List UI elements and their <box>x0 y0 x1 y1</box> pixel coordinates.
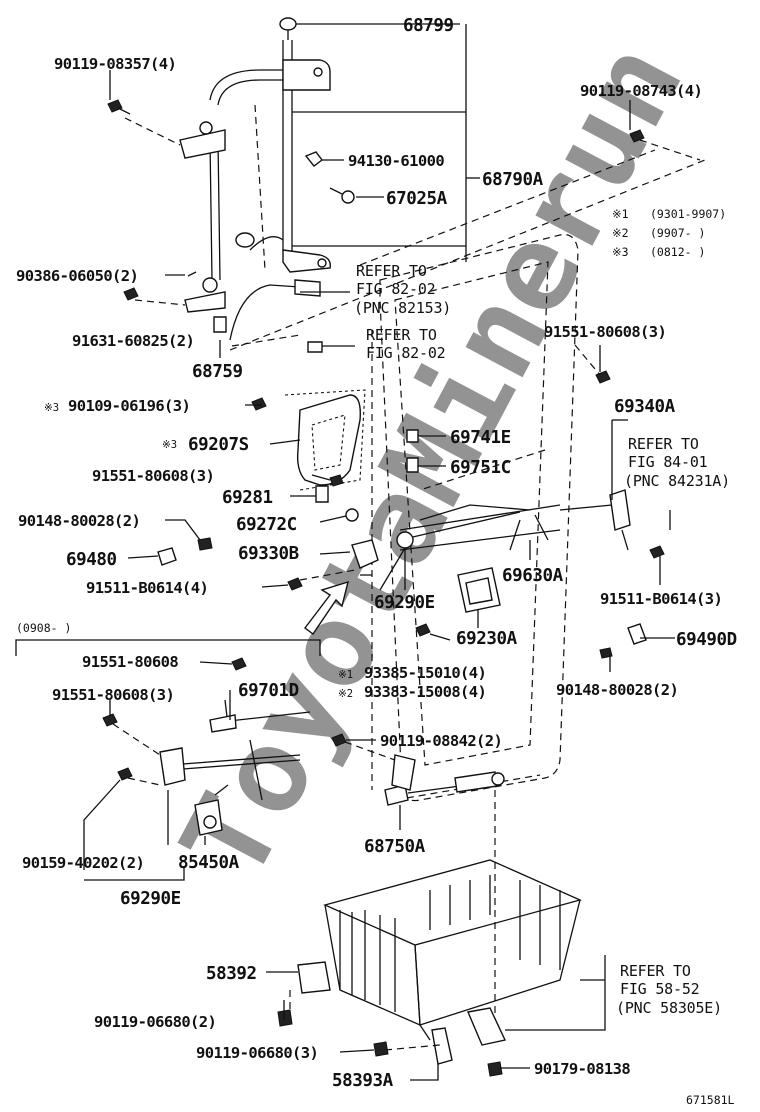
part-label-67025A: 67025A <box>386 189 448 209</box>
part-label-68750A: 68750A <box>364 837 426 857</box>
ref-fig-84-01-line3: (PNC 84231A) <box>624 472 730 490</box>
part-label-90119-08357: 90119-08357(4) <box>54 55 176 73</box>
part-label-90119-06680-3: 90119-06680(3) <box>196 1044 318 1062</box>
part-labels: 68799 68790A 90119-08357(4) 90119-08743(… <box>16 16 737 1107</box>
legend: ※1 (9301-9907) ※2 (9907- ) ※3 (0812- ) <box>612 207 726 259</box>
legend-range-2: (9907- ) <box>650 226 705 240</box>
part-label-69272C: 69272C <box>236 515 297 535</box>
part-label-90386-06050: 90386-06050(2) <box>16 267 138 285</box>
part-label-69207S: 69207S <box>188 435 249 455</box>
part-label-69751C: 69751C <box>450 458 511 478</box>
part-label-93383-15008: 93383-15008(4) <box>364 683 486 701</box>
part-label-69340A: 69340A <box>614 397 676 417</box>
part-label-91551-80608: 91551-80608 <box>82 653 178 671</box>
ref-fig-84-01-line2: FIG 84-01 <box>628 453 708 471</box>
part-label-91551-80608-3b: 91551-80608(3) <box>92 467 214 485</box>
part-label-94130-61000: 94130-61000 <box>348 152 444 170</box>
legend-mark-3: ※3 <box>612 245 629 259</box>
mark-93383-15008: ※2 <box>338 688 353 700</box>
mark-90109-06196: ※3 <box>44 402 59 414</box>
part-label-68759: 68759 <box>192 362 243 382</box>
ref-fig-82-02-b-line1: REFER TO <box>366 326 437 344</box>
ref-fig-82-02-a-line1: REFER TO <box>356 262 427 280</box>
part-label-69281: 69281 <box>222 488 273 508</box>
figure-code: 671581L <box>686 1093 735 1107</box>
part-label-91551-80608-3c: 91551-80608(3) <box>52 686 174 704</box>
part-label-91511-B0614-4: 91511-B0614(4) <box>86 579 208 597</box>
part-label-68790A: 68790A <box>482 170 544 190</box>
part-label-85450A: 85450A <box>178 853 240 873</box>
legend-range-1: (9301-9907) <box>650 207 726 221</box>
ref-fig-58-52-line1: REFER TO <box>620 962 691 980</box>
leader-lines <box>83 23 675 1081</box>
legend-range-3: (0812- ) <box>650 245 705 259</box>
ref-fig-58-52-line3: (PNC 58305E) <box>616 999 722 1017</box>
part-label-69330B: 69330B <box>238 544 299 564</box>
part-label-69741E: 69741E <box>450 428 511 448</box>
part-label-69630A: 69630A <box>502 566 564 586</box>
part-label-90179-08138: 90179-08138 <box>534 1060 630 1078</box>
part-label-58393A: 58393A <box>332 1071 394 1091</box>
tray-drawing <box>277 754 582 1077</box>
part-label-69290E-main: 69290E <box>374 593 435 613</box>
part-label-90148-80028-2b: 90148-80028(2) <box>556 681 678 699</box>
ref-fig-84-01-line1: REFER TO <box>628 435 699 453</box>
part-label-68799: 68799 <box>403 16 454 36</box>
part-label-90109-06196: 90109-06196(3) <box>68 397 190 415</box>
ref-fig-58-52-line2: FIG 58-52 <box>620 980 699 998</box>
legend-mark-1: ※1 <box>612 207 629 221</box>
inset-period: (0908- ) <box>16 621 71 635</box>
part-label-90148-80028-2a: 90148-80028(2) <box>18 512 140 530</box>
mark-69207S: ※3 <box>162 439 177 451</box>
part-label-90119-08842: 90119-08842(2) <box>380 732 502 750</box>
part-label-58392: 58392 <box>206 964 257 984</box>
part-label-91551-80608-3a: 91551-80608(3) <box>544 323 666 341</box>
mark-93385-15010: ※1 <box>338 669 353 681</box>
part-label-69290E-inset: 69290E <box>120 889 181 909</box>
part-label-90119-06680-2: 90119-06680(2) <box>94 1013 216 1031</box>
ref-fig-82-02-a-line2: FIG 82-02 <box>356 280 435 298</box>
latch-assembly-drawing <box>157 344 671 761</box>
part-label-69490D: 69490D <box>676 630 737 650</box>
part-label-90159-40202: 90159-40202(2) <box>22 854 144 872</box>
ref-fig-82-02-a-line3: (PNC 82153) <box>354 299 451 317</box>
part-label-69480: 69480 <box>66 550 117 570</box>
part-label-69230A: 69230A <box>456 629 518 649</box>
part-label-90119-08743: 90119-08743(4) <box>580 82 702 100</box>
part-label-91631-60825: 91631-60825(2) <box>72 332 194 350</box>
legend-mark-2: ※2 <box>612 226 629 240</box>
ref-fig-82-02-b-line2: FIG 82-02 <box>366 344 445 362</box>
part-label-93385-15010: 93385-15010(4) <box>364 664 486 682</box>
part-label-91511-B0614-3: 91511-B0614(3) <box>600 590 722 608</box>
part-label-69701D: 69701D <box>238 681 299 701</box>
